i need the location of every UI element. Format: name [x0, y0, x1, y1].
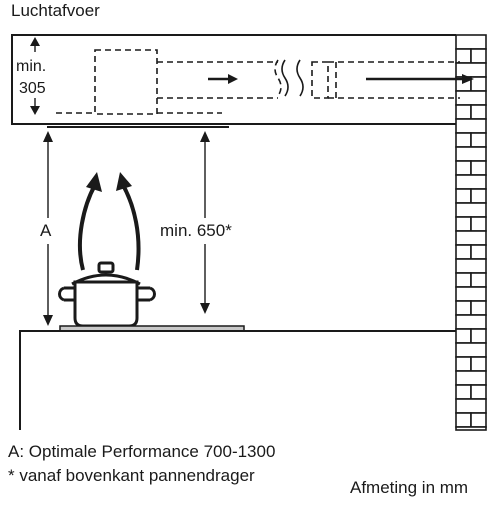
dimension-a	[43, 131, 53, 326]
brick	[455, 118, 487, 134]
brick	[470, 300, 487, 316]
brick	[470, 216, 487, 232]
brick	[455, 300, 472, 316]
arrow-right-icon	[208, 74, 238, 84]
steam-arrow-heads	[86, 172, 132, 192]
brick	[455, 216, 472, 232]
dimension-650	[200, 131, 210, 314]
brick	[455, 188, 472, 204]
brick	[455, 342, 487, 358]
brick	[470, 244, 487, 260]
brick	[470, 188, 487, 204]
brick	[455, 90, 487, 106]
brick	[455, 412, 472, 428]
brick	[455, 160, 472, 176]
brick	[455, 174, 487, 190]
brick	[470, 328, 487, 344]
diagram-title: Luchtafvoer	[11, 1, 100, 20]
dimension-a-label: A	[40, 221, 52, 240]
min-value-305: 305	[19, 80, 46, 97]
brick	[455, 230, 487, 246]
brick	[455, 384, 472, 400]
brick	[455, 104, 472, 120]
brick	[455, 244, 472, 260]
brick	[455, 314, 487, 330]
brick	[455, 272, 472, 288]
brick	[455, 62, 487, 78]
units-note: Afmeting in mm	[350, 478, 469, 497]
min-label: min.	[16, 58, 47, 75]
brick	[470, 272, 487, 288]
brick	[470, 384, 487, 400]
brick	[455, 286, 487, 302]
arrow-right-icon	[366, 74, 474, 84]
brick	[455, 398, 487, 414]
footer-line-1: A: Optimale Performance 700-1300	[8, 442, 276, 461]
steam-arrow-icon	[77, 184, 141, 271]
brick	[455, 146, 487, 162]
brick	[470, 132, 487, 148]
dimension-650-label: min. 650*	[160, 221, 232, 240]
ceiling-box	[11, 34, 456, 125]
hood-plate	[41, 123, 233, 128]
brick	[455, 202, 487, 218]
brick	[455, 356, 472, 372]
dimension-305	[30, 37, 40, 115]
brick	[470, 412, 487, 428]
footer-line-2: * vanaf bovenkant pannendrager	[8, 466, 255, 485]
brick	[470, 356, 487, 372]
duct-section-right	[311, 61, 460, 99]
brick	[470, 160, 487, 176]
brick-wall-icon	[455, 34, 487, 431]
hood-cassette	[56, 49, 222, 115]
duct-break-marks	[281, 59, 304, 97]
pot-icon	[58, 261, 156, 328]
brick	[455, 48, 472, 64]
brick	[455, 132, 472, 148]
brick	[455, 328, 472, 344]
brick	[470, 48, 487, 64]
brick	[455, 258, 487, 274]
duct-section-left	[157, 59, 282, 99]
brick	[455, 426, 487, 431]
counter-cabinet	[19, 330, 456, 430]
brick	[470, 104, 487, 120]
brick	[455, 34, 487, 50]
brick	[455, 370, 487, 386]
